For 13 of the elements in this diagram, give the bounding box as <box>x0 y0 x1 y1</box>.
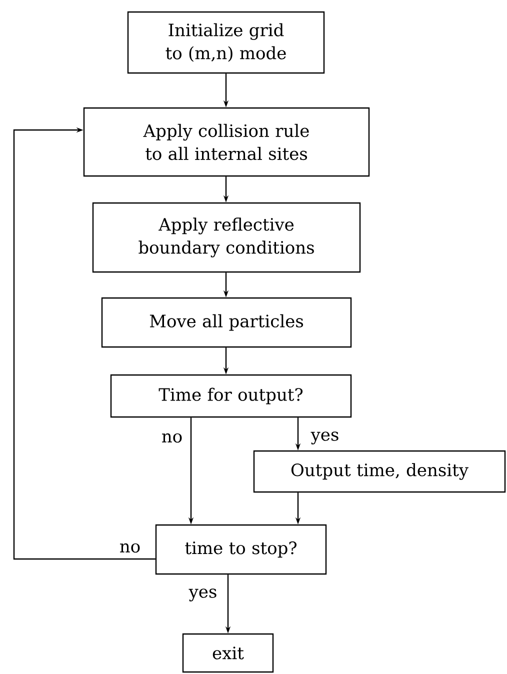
edge-label: no <box>162 433 182 443</box>
edge-label: no <box>120 543 140 553</box>
process-box: time to stop? <box>155 524 327 575</box>
process-box: Apply collision rule to all internal sites <box>83 107 370 177</box>
process-box: Output time, density <box>253 450 506 493</box>
edge-label: yes <box>188 588 216 602</box>
process-box: Initialize grid to (m,n) mode <box>127 11 325 74</box>
process-box: Apply reflective boundary conditions <box>92 202 361 273</box>
process-box: exit <box>182 633 274 673</box>
arrow <box>13 127 156 560</box>
edge-label: yes <box>310 432 338 444</box>
process-box: Time for output? <box>110 374 352 418</box>
process-box: Move all particles <box>101 297 352 348</box>
